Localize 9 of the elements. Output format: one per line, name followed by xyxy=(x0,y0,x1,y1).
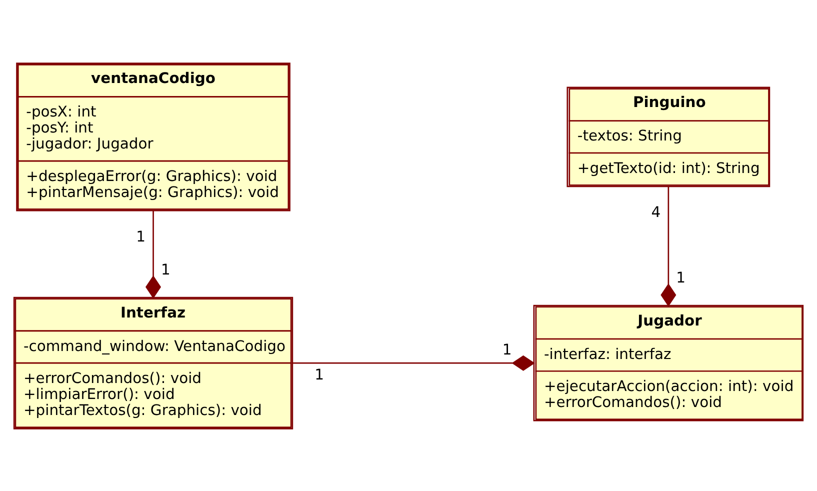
label: 1 xyxy=(502,340,512,358)
label: 1 xyxy=(136,228,146,245)
connector xyxy=(146,210,162,298)
label: 1 xyxy=(314,366,324,383)
connector xyxy=(292,354,535,370)
label: 1 xyxy=(161,261,170,278)
label: 4 xyxy=(651,204,661,221)
label: 1 xyxy=(676,269,686,286)
connector xyxy=(660,186,676,306)
